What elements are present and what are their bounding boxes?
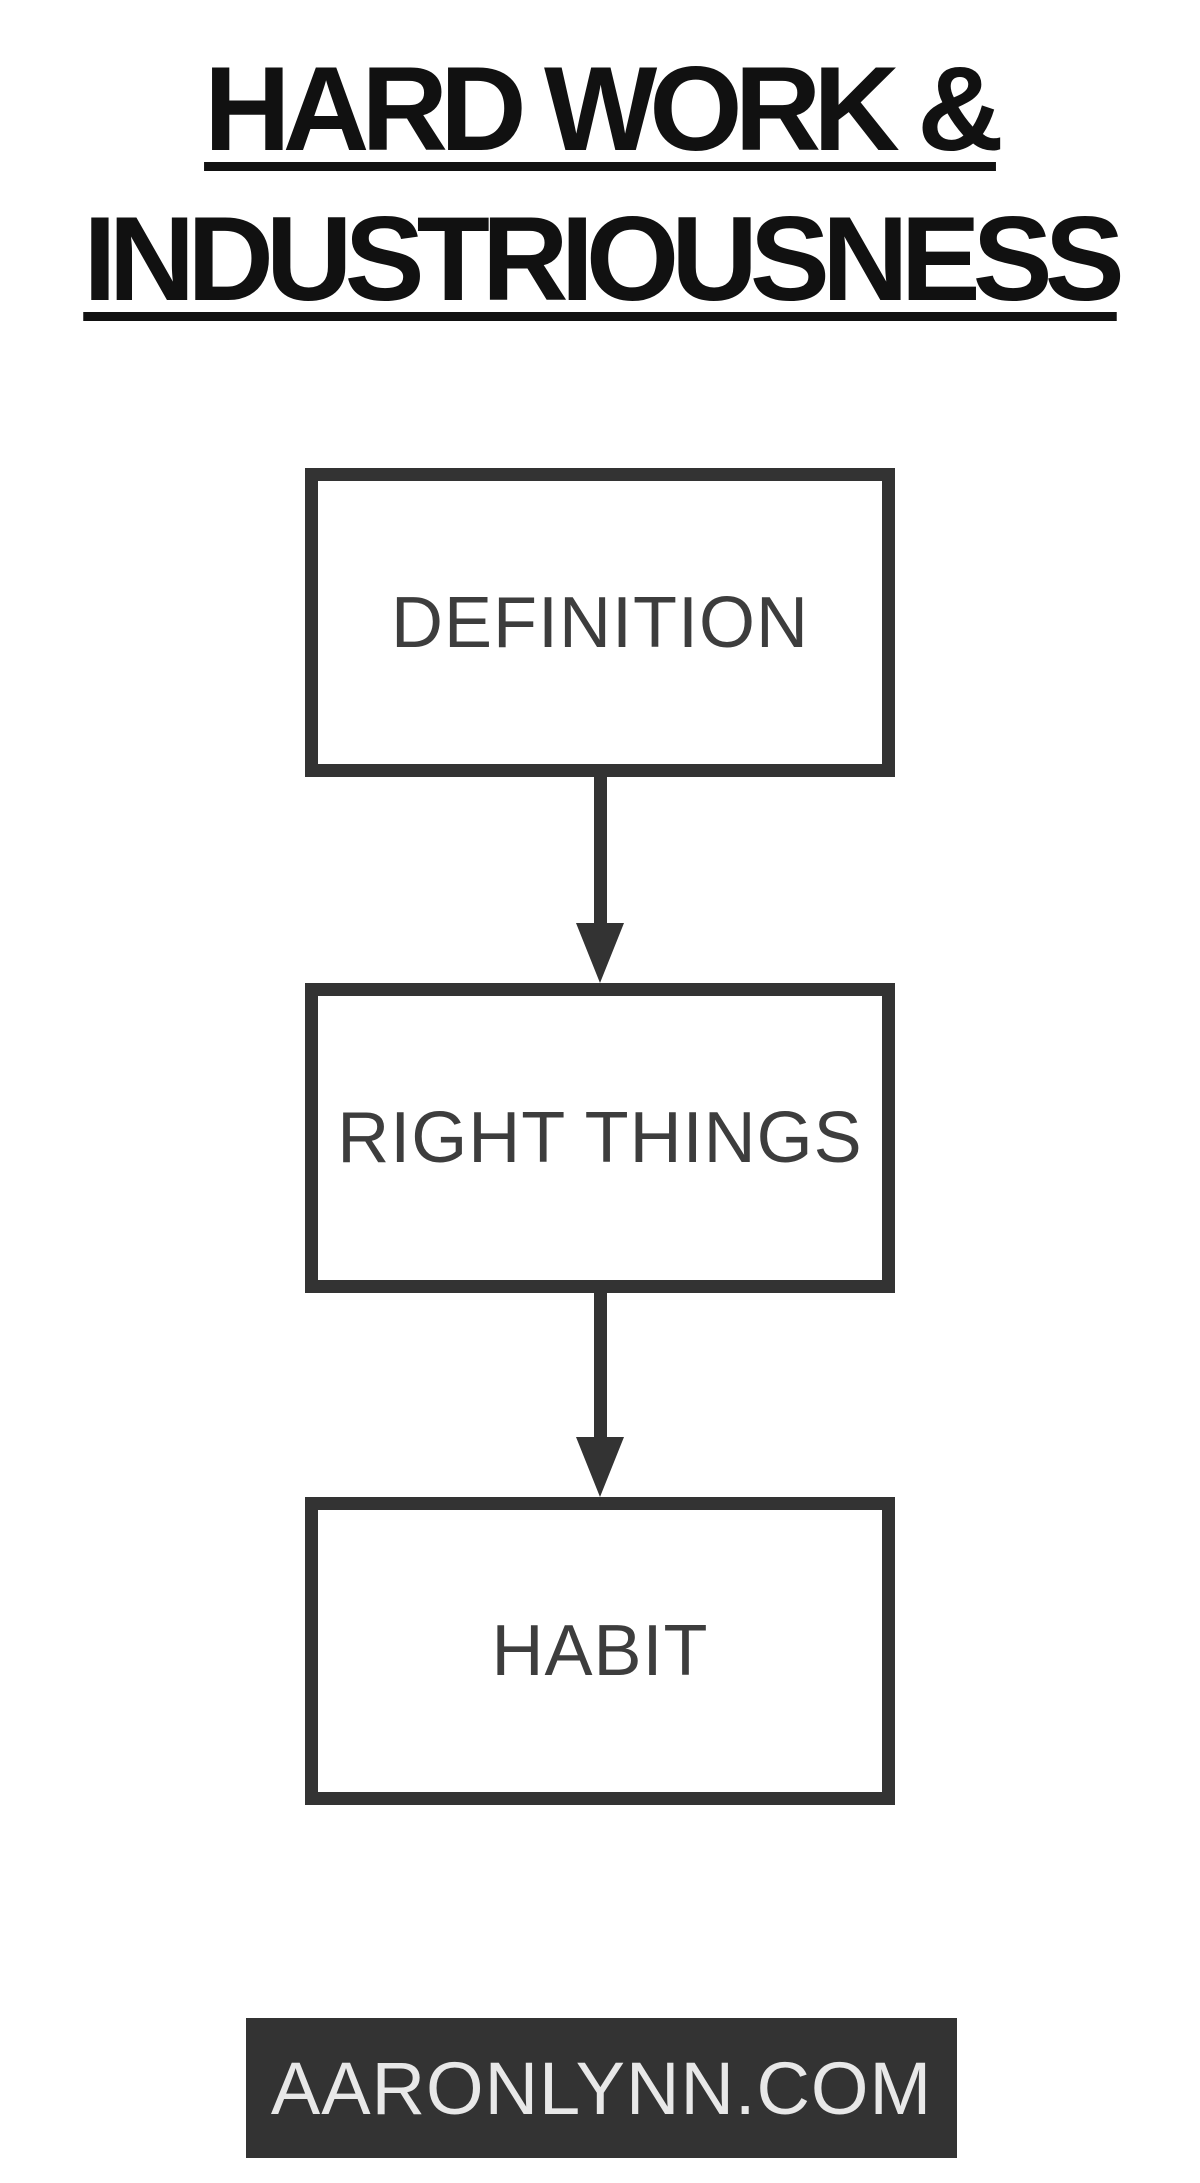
site-url-text: AARONLYNN.COM (270, 2046, 933, 2130)
title-line-1-text: HARD WORK & (204, 42, 1004, 176)
arrow-shaft (593, 777, 607, 925)
arrow-head (576, 923, 624, 983)
arrow-down-icon (576, 777, 624, 983)
title-line-1: HARD WORK & (0, 34, 1200, 184)
flow-box-habit: HABIT (305, 1497, 895, 1805)
arrow-head (576, 1437, 624, 1497)
arrow-down-icon (576, 1293, 624, 1497)
title-line-2-text: INDUSTRIOUSNESS (83, 192, 1124, 326)
arrow-shaft (593, 1293, 607, 1439)
flow-box-right-things-label: RIGHT THINGS (337, 1098, 863, 1178)
flow-box-habit-label: HABIT (491, 1611, 709, 1691)
flow-box-definition-label: DEFINITION (391, 582, 809, 663)
flow-box-definition: DEFINITION (305, 468, 895, 777)
title-line-2: INDUSTRIOUSNESS (0, 184, 1200, 334)
flow-box-right-things: RIGHT THINGS (305, 983, 895, 1293)
footer-banner: AARONLYNN.COM (246, 2018, 957, 2158)
page-title: HARD WORK & INDUSTRIOUSNESS (0, 34, 1200, 334)
